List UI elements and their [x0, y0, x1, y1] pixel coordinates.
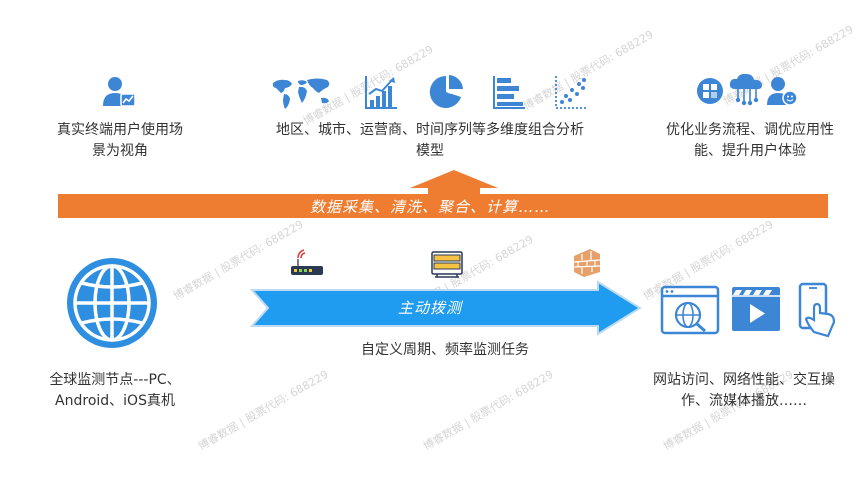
user-analytics-icon: [103, 77, 136, 107]
bar-chart-icon: [493, 76, 525, 109]
firewall-icon: [573, 249, 601, 277]
monitoring-scenarios-caption: 网站访问、网络性能、交互操 作、流媒体播放……: [653, 372, 835, 409]
workflow-icon: [697, 78, 723, 104]
data-processing-band: [58, 170, 828, 218]
watermark: 博睿数据 | 股票代码: 688229: [421, 367, 556, 453]
watermark: 博睿数据 | 股票代码: 688229: [196, 367, 331, 453]
custom-task-caption: 自定义周期、频率监测任务: [361, 342, 529, 358]
growth-chart-icon: [365, 76, 397, 109]
video-player-icon: [732, 287, 780, 331]
world-map-icon: [272, 78, 330, 109]
globe-icon: [67, 258, 157, 348]
active-probe-arrow: [250, 280, 642, 336]
arrow-label: 主动拨测: [397, 299, 462, 317]
scatter-plot-icon: [555, 76, 588, 109]
network-switch-icon: [431, 251, 463, 278]
user-perspective-caption: 真实终端用户使用场 景为视角: [57, 122, 183, 159]
monitoring-nodes-caption: 全球监测节点---PC、 Android、iOS真机: [49, 372, 181, 409]
cloud-network-icon: [729, 73, 762, 106]
analysis-model-caption: 地区、城市、运营商、时间序列等多维度组合分析 模型: [276, 122, 584, 159]
user-satisfaction-icon: [767, 77, 798, 106]
web-browser-icon: [660, 285, 720, 335]
wifi-router-icon: [291, 249, 323, 275]
mobile-touch-icon: [798, 282, 836, 338]
optimization-caption: 优化业务流程、调优应用性 能、提升用户体验: [666, 122, 834, 159]
pie-chart-icon: [429, 75, 463, 108]
band-label: 数据采集、清洗、聚合、计算……: [309, 198, 550, 216]
